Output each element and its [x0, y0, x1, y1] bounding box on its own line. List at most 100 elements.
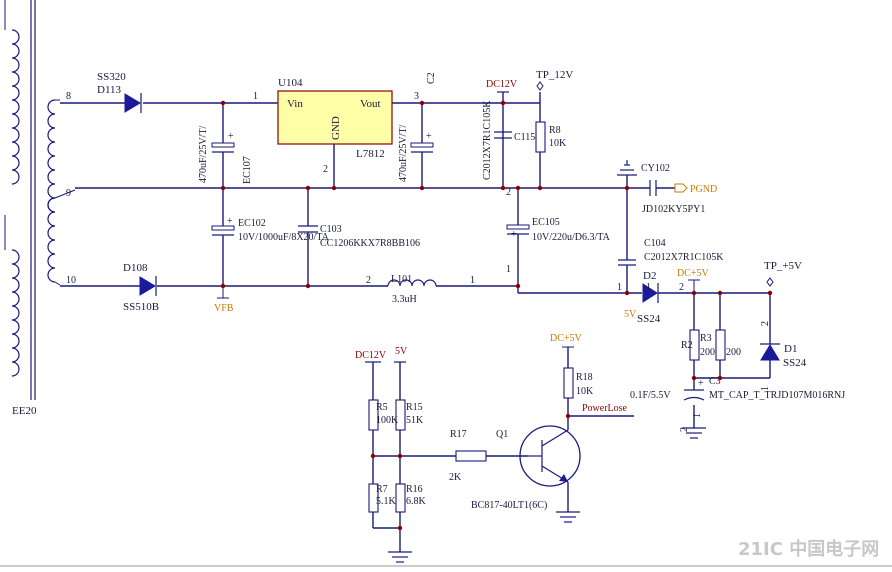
ec105-pin-bottom: 1: [506, 264, 511, 275]
transistor-q1: [519, 398, 581, 512]
r5-ref: R5: [376, 402, 388, 413]
d108-ref: D108: [123, 262, 148, 274]
u104-part: L7812: [356, 148, 385, 160]
resistor-r3: [715, 329, 726, 361]
l101-value: 3.3uH: [392, 294, 417, 305]
r15-ref: R15: [406, 402, 423, 413]
d1-pin1: 1: [760, 386, 771, 391]
watermark: 21IC 中国电子网: [738, 538, 879, 560]
d1-pin2: 2: [760, 321, 771, 326]
pgnd-label: PGND: [690, 184, 717, 195]
dc5v-q-label: DC+5V: [550, 333, 583, 344]
cap-c103: [298, 188, 318, 286]
c2-value: 470uF/25V/T/: [398, 125, 409, 182]
d2-pin2: 2: [679, 282, 684, 293]
ground-symbol-q1: [556, 511, 580, 523]
cap-ec107: [211, 103, 235, 188]
c3-part: MT_CAP_T_TRJD107M016RNJ: [709, 390, 845, 401]
u104-pin2: 2: [323, 164, 328, 175]
pin8-label: 8: [66, 91, 71, 102]
resistor-r5: [368, 399, 379, 431]
pin10-label: 10: [66, 275, 76, 286]
c2-plus: +: [426, 131, 432, 142]
transformer-label: EE20: [12, 405, 37, 417]
vfb-label: VFB: [214, 303, 234, 314]
r15-value: 51K: [406, 415, 424, 426]
r16-value: 6.8K: [406, 496, 427, 507]
c115-value: C2012X7R1C105K: [482, 100, 493, 180]
u104-pin1: 1: [253, 91, 258, 102]
c115-ref: C115: [514, 132, 535, 143]
ground-symbol-cy: [617, 160, 637, 176]
r2-value: 200: [700, 347, 715, 358]
ec105-ref: EC105: [532, 217, 560, 228]
c103-ref: C103: [320, 224, 342, 235]
dc12v-top: DC12V: [486, 79, 518, 90]
d2-part: SS24: [637, 313, 661, 325]
ec107-plus: +: [228, 131, 234, 142]
u104-ref: U104: [278, 77, 303, 89]
u104-vout: Vout: [360, 98, 381, 110]
resistor-r18: [563, 367, 574, 399]
div-5v: 5V: [395, 346, 408, 357]
q1-ref: Q1: [496, 429, 508, 440]
c3-plus: +: [698, 378, 704, 389]
powerlose-label: PowerLose: [582, 403, 628, 414]
d1-ref: D1: [784, 343, 797, 355]
r18-ref: R18: [576, 372, 593, 383]
ground-symbol-div: [388, 551, 412, 563]
c103-value: CC1206KKX7R8BB106: [320, 238, 420, 249]
pin9-label: 9: [66, 188, 71, 199]
d108-part: SS510B: [123, 301, 159, 313]
d1-part: SS24: [783, 357, 807, 369]
r2-ref: R2: [681, 340, 693, 351]
r18-value: 10K: [576, 386, 594, 397]
tp5v-marker: [766, 277, 774, 287]
cap-c2: [410, 103, 434, 188]
r17-value: 2K: [449, 472, 462, 483]
ec105-pin-top: 2: [506, 187, 511, 198]
resistor-r8: [535, 121, 546, 153]
cy102-ref: CY102: [641, 163, 670, 174]
wires-top: [60, 92, 541, 188]
r7-ref: R7: [376, 484, 388, 495]
d2-pin1: 1: [646, 282, 651, 293]
r8-value: 10K: [549, 138, 567, 149]
wires-mid: [75, 175, 675, 293]
resistor-r7: [368, 483, 379, 513]
dc5v-mid: DC+5V: [677, 268, 710, 279]
d113-part: SS320: [97, 71, 126, 83]
resistor-r16: [395, 483, 406, 513]
transformer-ee20: [4, 0, 76, 400]
r5-value: 100K: [376, 415, 399, 426]
cap-c3: [683, 389, 705, 401]
ec107-ref: EC107: [242, 156, 253, 184]
resistor-r2: [689, 329, 700, 361]
c3-ref: C3: [709, 376, 721, 387]
l101-pin2: 2: [366, 275, 371, 286]
c3-pin2: 2: [679, 427, 690, 432]
inductor-l101: [387, 279, 437, 287]
cap-c115: [494, 131, 512, 139]
ec102-ref: EC102: [238, 218, 266, 229]
l101-ref: L101: [391, 274, 412, 285]
u104-pin3: 3: [414, 91, 419, 102]
diode-d108: [139, 276, 157, 296]
fivev-a-label: 5V: [624, 309, 637, 320]
div-dc12v: DC12V: [355, 350, 387, 361]
cap-ec105: [506, 188, 530, 293]
r17-ref: R17: [450, 429, 467, 440]
regulator-u104: [277, 90, 393, 188]
l101-pin1: 1: [470, 275, 475, 286]
r7-value: 5.1K: [376, 496, 397, 507]
cy102-value: JD102KY5PY1: [642, 204, 705, 215]
ec102-value: 10V/1000uF/8X20/TA: [238, 232, 330, 243]
resistor-r17: [455, 450, 487, 462]
c3-pin1: 1: [692, 413, 703, 418]
q1-part: BC817-40LT1(6C): [471, 500, 547, 511]
diode-d1: [760, 343, 780, 361]
junction-dots: [220, 100, 773, 531]
ground-symbol-c3: [682, 427, 706, 439]
